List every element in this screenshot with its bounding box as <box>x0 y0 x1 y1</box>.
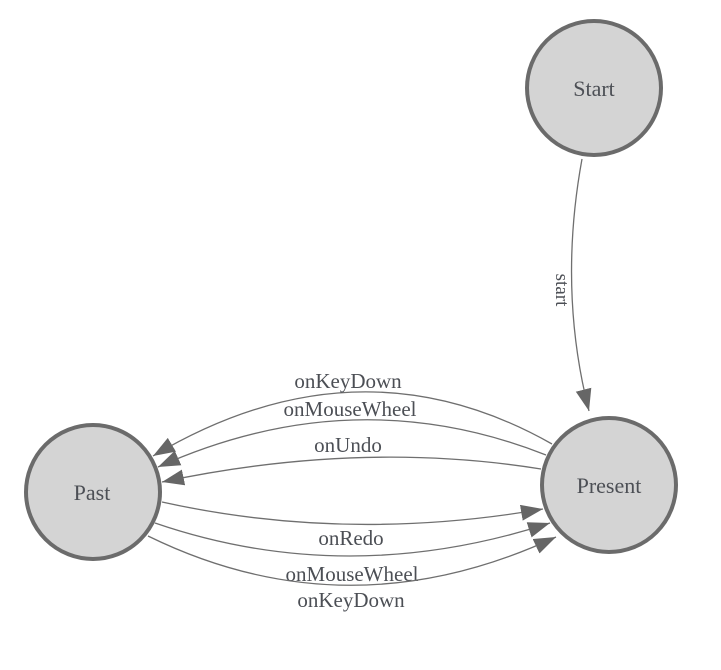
state-circle-start[interactable] <box>525 19 663 157</box>
edge-group-present-past: onKeyDown onMouseWheel onUndo <box>152 369 553 486</box>
edge-group-start-present: start <box>551 158 592 412</box>
edge-label-onundo: onUndo <box>314 433 382 457</box>
state-circle-present[interactable] <box>540 416 678 554</box>
edge-label-onmousewheel-lower: onMouseWheel <box>286 562 419 586</box>
state-circle-past[interactable] <box>24 423 162 561</box>
edge-past-present-onkeydown[interactable] <box>147 535 557 586</box>
state-node-start[interactable]: Start <box>525 19 663 157</box>
edge-label-start: start <box>551 274 572 307</box>
state-label-present: Present <box>577 473 642 498</box>
state-node-past[interactable]: Past <box>24 423 162 561</box>
state-node-present[interactable]: Present <box>540 416 678 554</box>
edge-label-onmousewheel-upper: onMouseWheel <box>284 397 417 421</box>
edge-present-past-onundo[interactable] <box>161 456 542 486</box>
edge-past-present-onredo[interactable] <box>161 501 544 526</box>
edge-present-past-onmousewheel[interactable] <box>157 419 547 468</box>
edge-present-past-onkeydown[interactable] <box>152 391 553 457</box>
state-label-past: Past <box>74 480 111 505</box>
edge-label-onkeydown-lower: onKeyDown <box>297 588 405 612</box>
edge-start-to-present[interactable] <box>570 158 592 412</box>
state-label-start: Start <box>573 76 615 101</box>
edge-label-onredo: onRedo <box>318 526 383 550</box>
edge-group-past-present: onRedo onMouseWheel onKeyDown <box>147 501 557 612</box>
edge-label-onkeydown-upper: onKeyDown <box>294 369 402 393</box>
edge-past-present-onmousewheel[interactable] <box>154 522 551 557</box>
